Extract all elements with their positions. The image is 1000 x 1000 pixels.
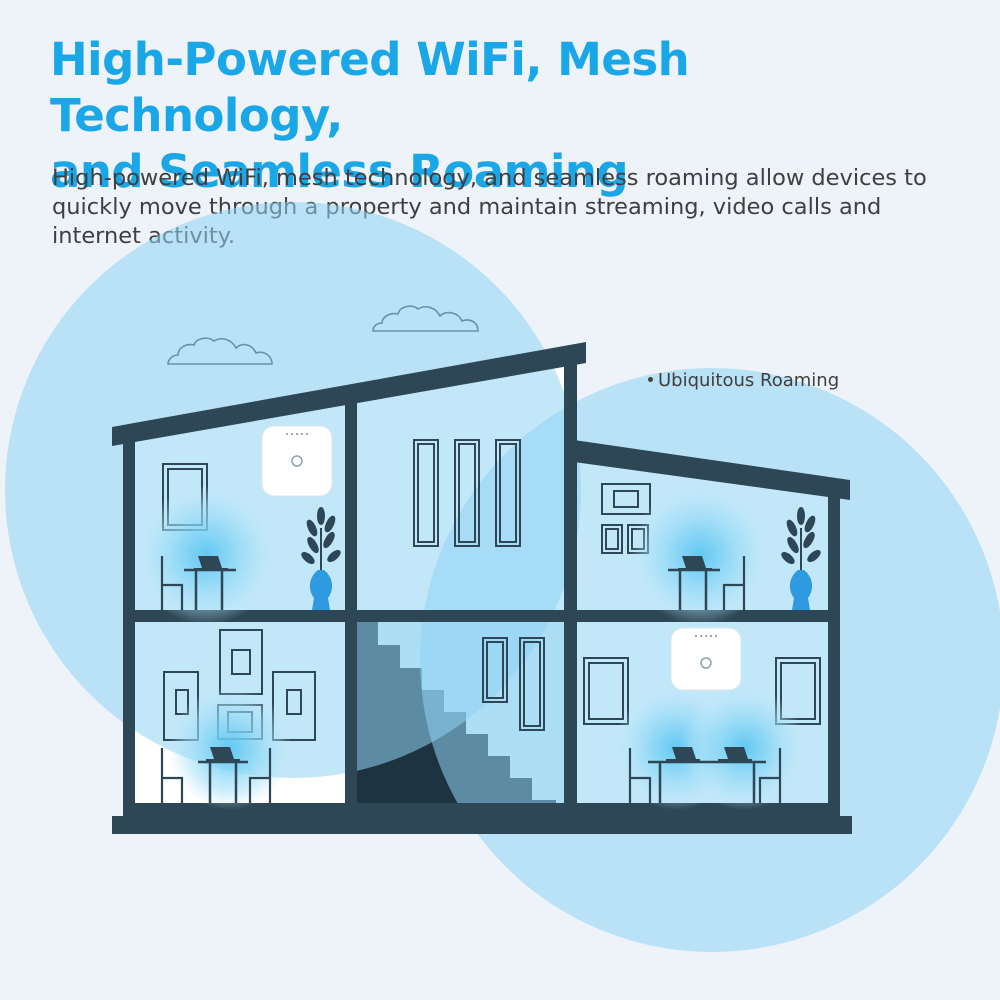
vase-plant-icon	[301, 507, 341, 610]
bullet-icon	[648, 376, 653, 382]
vase-plant-icon	[781, 507, 821, 610]
headline-line-1: High-Powered WiFi, Mesh Technology,	[50, 33, 690, 142]
callout-text: Ubiquitous Roaming	[658, 370, 840, 391]
headline: High-Powered WiFi, Mesh Technology, and …	[50, 32, 970, 200]
ceiling-access-point-icon	[670, 627, 742, 691]
ubiquitous-roaming-label: Ubiquitous Roaming	[648, 370, 839, 391]
headline-line-2: and Seamless Roaming	[50, 145, 629, 198]
laptop-icon	[194, 556, 752, 762]
ceiling-access-point-icon	[261, 425, 333, 497]
signal-ripple	[136, 485, 276, 625]
signal-ripple	[630, 485, 770, 625]
chair-icon	[160, 556, 782, 803]
